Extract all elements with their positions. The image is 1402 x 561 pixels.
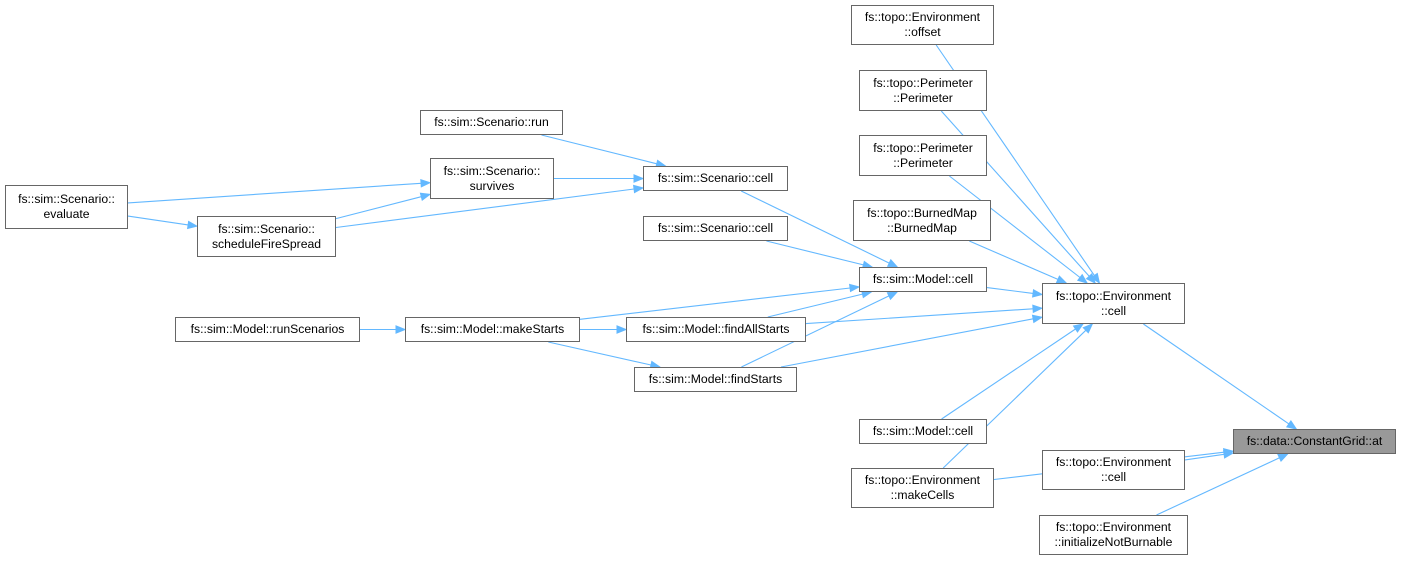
edge-model_cell_main-to-env_cell_main [986,287,1034,294]
edge-env_make_cells-to-env_cell_main [942,329,1087,469]
node-scenario-evaluate[interactable]: fs::sim::Scenario:: evaluate [5,185,128,229]
node-scenario-schedule-fire-spread[interactable]: fs::sim::Scenario:: scheduleFireSpread [197,216,336,257]
arrowhead-icon [1072,323,1085,333]
node-label-line: fs::sim::Model::makeStarts [420,322,565,336]
node-model-find-all-starts[interactable]: fs::sim::Model::findAllStarts [626,317,806,342]
edge-model_find_starts-to-model_cell_main [741,295,890,368]
node-label-line: fs::topo::Environment [1055,455,1172,469]
arrowhead-icon [420,178,432,188]
edge-scenario_schedule-to-scenario_cell_main [335,188,635,229]
arrowhead-icon [886,258,899,268]
arrowhead-icon [395,325,407,334]
edge-model_find_all_starts-to-model_cell_main [767,293,863,318]
node-label-line: fs::sim::Scenario::cell [657,171,774,185]
edge-env_cell_lower-to-constantgrid_at [1184,453,1225,461]
node-label-line: fs::sim::Scenario:: [18,192,115,206]
edge-scenario_run-to-scenario_cell_main [541,134,657,165]
node-model-cell-main[interactable]: fs::sim::Model::cell [859,267,987,292]
arrowhead-icon [1031,314,1044,324]
node-perimeter-1[interactable]: fs::topo::Perimeter ::Perimeter [859,70,987,111]
node-model-make-starts[interactable]: fs::sim::Model::makeStarts [405,317,580,342]
node-label-line: fs::topo::Perimeter [873,140,973,155]
node-model-run-scenarios[interactable]: fs::sim::Model::runScenarios [175,317,360,342]
edge-burned_map-to-env_cell_main [969,240,1059,280]
arrowhead-icon [419,192,432,202]
node-label-line: ::initializeNotBurnable [1054,535,1173,549]
node-label-line: fs::sim::Scenario:: [218,221,315,236]
node-label-line: ::BurnedMap [887,220,957,235]
node-label-line: fs::sim::Model::cell [872,272,974,286]
node-perimeter-2[interactable]: fs::topo::Perimeter ::Perimeter [859,135,987,176]
edge-model_find_starts-to-env_cell_main [780,318,1034,368]
node-label-line: fs::topo::Environment [864,473,981,487]
arrowhead-icon [1285,420,1298,430]
node-label-line: fs::sim::Model::findStarts [648,372,783,386]
edge-env_cell_main-to-constantgrid_at [1143,323,1290,425]
node-label-line: ::Perimeter [893,90,953,105]
node-environment-make-cells[interactable]: fs::topo::Environment ::makeCells [851,468,994,508]
node-model-find-starts[interactable]: fs::sim::Model::findStarts [634,367,797,392]
node-label-line: fs::sim::Scenario:: [443,163,541,178]
edge-model_cell_lower-to-env_cell_main [941,328,1076,420]
node-label-line: fs::topo::BurnedMap [867,205,977,220]
node-label-line: ::Perimeter [893,155,953,170]
node-label-line: ::cell [1100,470,1127,484]
edge-scenario_evaluate-to-scenario_schedule [127,215,189,226]
node-environment-cell-lower[interactable]: fs::topo::Environment ::cell [1042,450,1185,490]
node-label-line: fs::data::ConstantGrid::at [1246,434,1383,448]
edge-model_find_all_starts-to-env_cell_main [805,308,1034,325]
node-label-line: evaluate [43,207,90,221]
edge-scenario_cell_2-to-model_cell_main [766,240,864,266]
arrowhead-icon [1082,323,1094,334]
edge-model_make_starts-to-model_cell_main [579,287,851,320]
arrowhead-icon [1032,304,1044,314]
node-label-line: fs::sim::Model::findAllStarts [642,322,790,336]
node-scenario-cell-2[interactable]: fs::sim::Scenario::cell [643,216,788,241]
arrowhead-icon [1032,289,1044,298]
edge-scenario_evaluate-to-scenario_survives [127,182,422,204]
node-environment-cell-main[interactable]: fs::topo::Environment ::cell [1042,283,1185,324]
node-label-line: fs::sim::Scenario::run [434,115,549,129]
arrowhead-icon [1223,450,1235,459]
arrowhead-icon [187,220,199,230]
arrowhead-icon [1085,273,1097,285]
edge-model_make_starts-to-model_find_starts [548,341,652,366]
node-label-line: fs::sim::Model::cell [872,424,974,438]
arrowhead-icon [616,325,628,334]
node-model-cell-lower[interactable]: fs::sim::Model::cell [859,419,987,444]
node-label-line: survives [469,178,515,193]
node-label-line: fs::topo::Environment [1055,288,1172,303]
arrowhead-icon [1055,275,1068,284]
node-label-line: fs::topo::Perimeter [873,75,973,90]
node-label-line: fs::sim::Model::runScenarios [190,322,345,336]
node-scenario-run[interactable]: fs::sim::Scenario::run [420,110,563,135]
node-label-line: fs::sim::Scenario::cell [657,221,774,235]
edge-perimeter_2-to-env_cell_main [949,175,1081,278]
node-label-line: fs::topo::Environment [864,10,981,24]
node-constantgrid-at[interactable]: fs::data::ConstantGrid::at [1233,429,1396,454]
node-environment-offset[interactable]: fs::topo::Environment ::offset [851,5,994,45]
arrowhead-icon [849,283,861,293]
node-label-line: ::makeCells [890,488,955,502]
arrowhead-icon [633,174,645,183]
arrowhead-icon [1076,273,1089,284]
node-label-line: ::cell [1100,303,1127,318]
arrowhead-icon [1277,453,1289,462]
arrowhead-icon [633,184,645,194]
arrowhead-icon [1090,272,1101,285]
edge-scenario_schedule-to-scenario_survives [335,196,422,220]
arrowhead-icon [886,291,899,301]
node-scenario-cell-main[interactable]: fs::sim::Scenario::cell [643,166,788,191]
node-label-line: fs::topo::Environment [1055,520,1172,534]
node-burnedmap[interactable]: fs::topo::BurnedMap ::BurnedMap [853,200,991,241]
node-label-line: scheduleFireSpread [211,236,322,251]
edge-scenario_cell_main-to-model_cell_main [740,190,890,264]
edge-env_init_not_burnable-to-constantgrid_at [1156,457,1280,516]
node-environment-initialize-not-burnable[interactable]: fs::topo::Environment ::initializeNotBur… [1039,515,1188,555]
node-label-line: ::offset [904,25,941,39]
node-scenario-survives[interactable]: fs::sim::Scenario:: survives [430,158,554,199]
